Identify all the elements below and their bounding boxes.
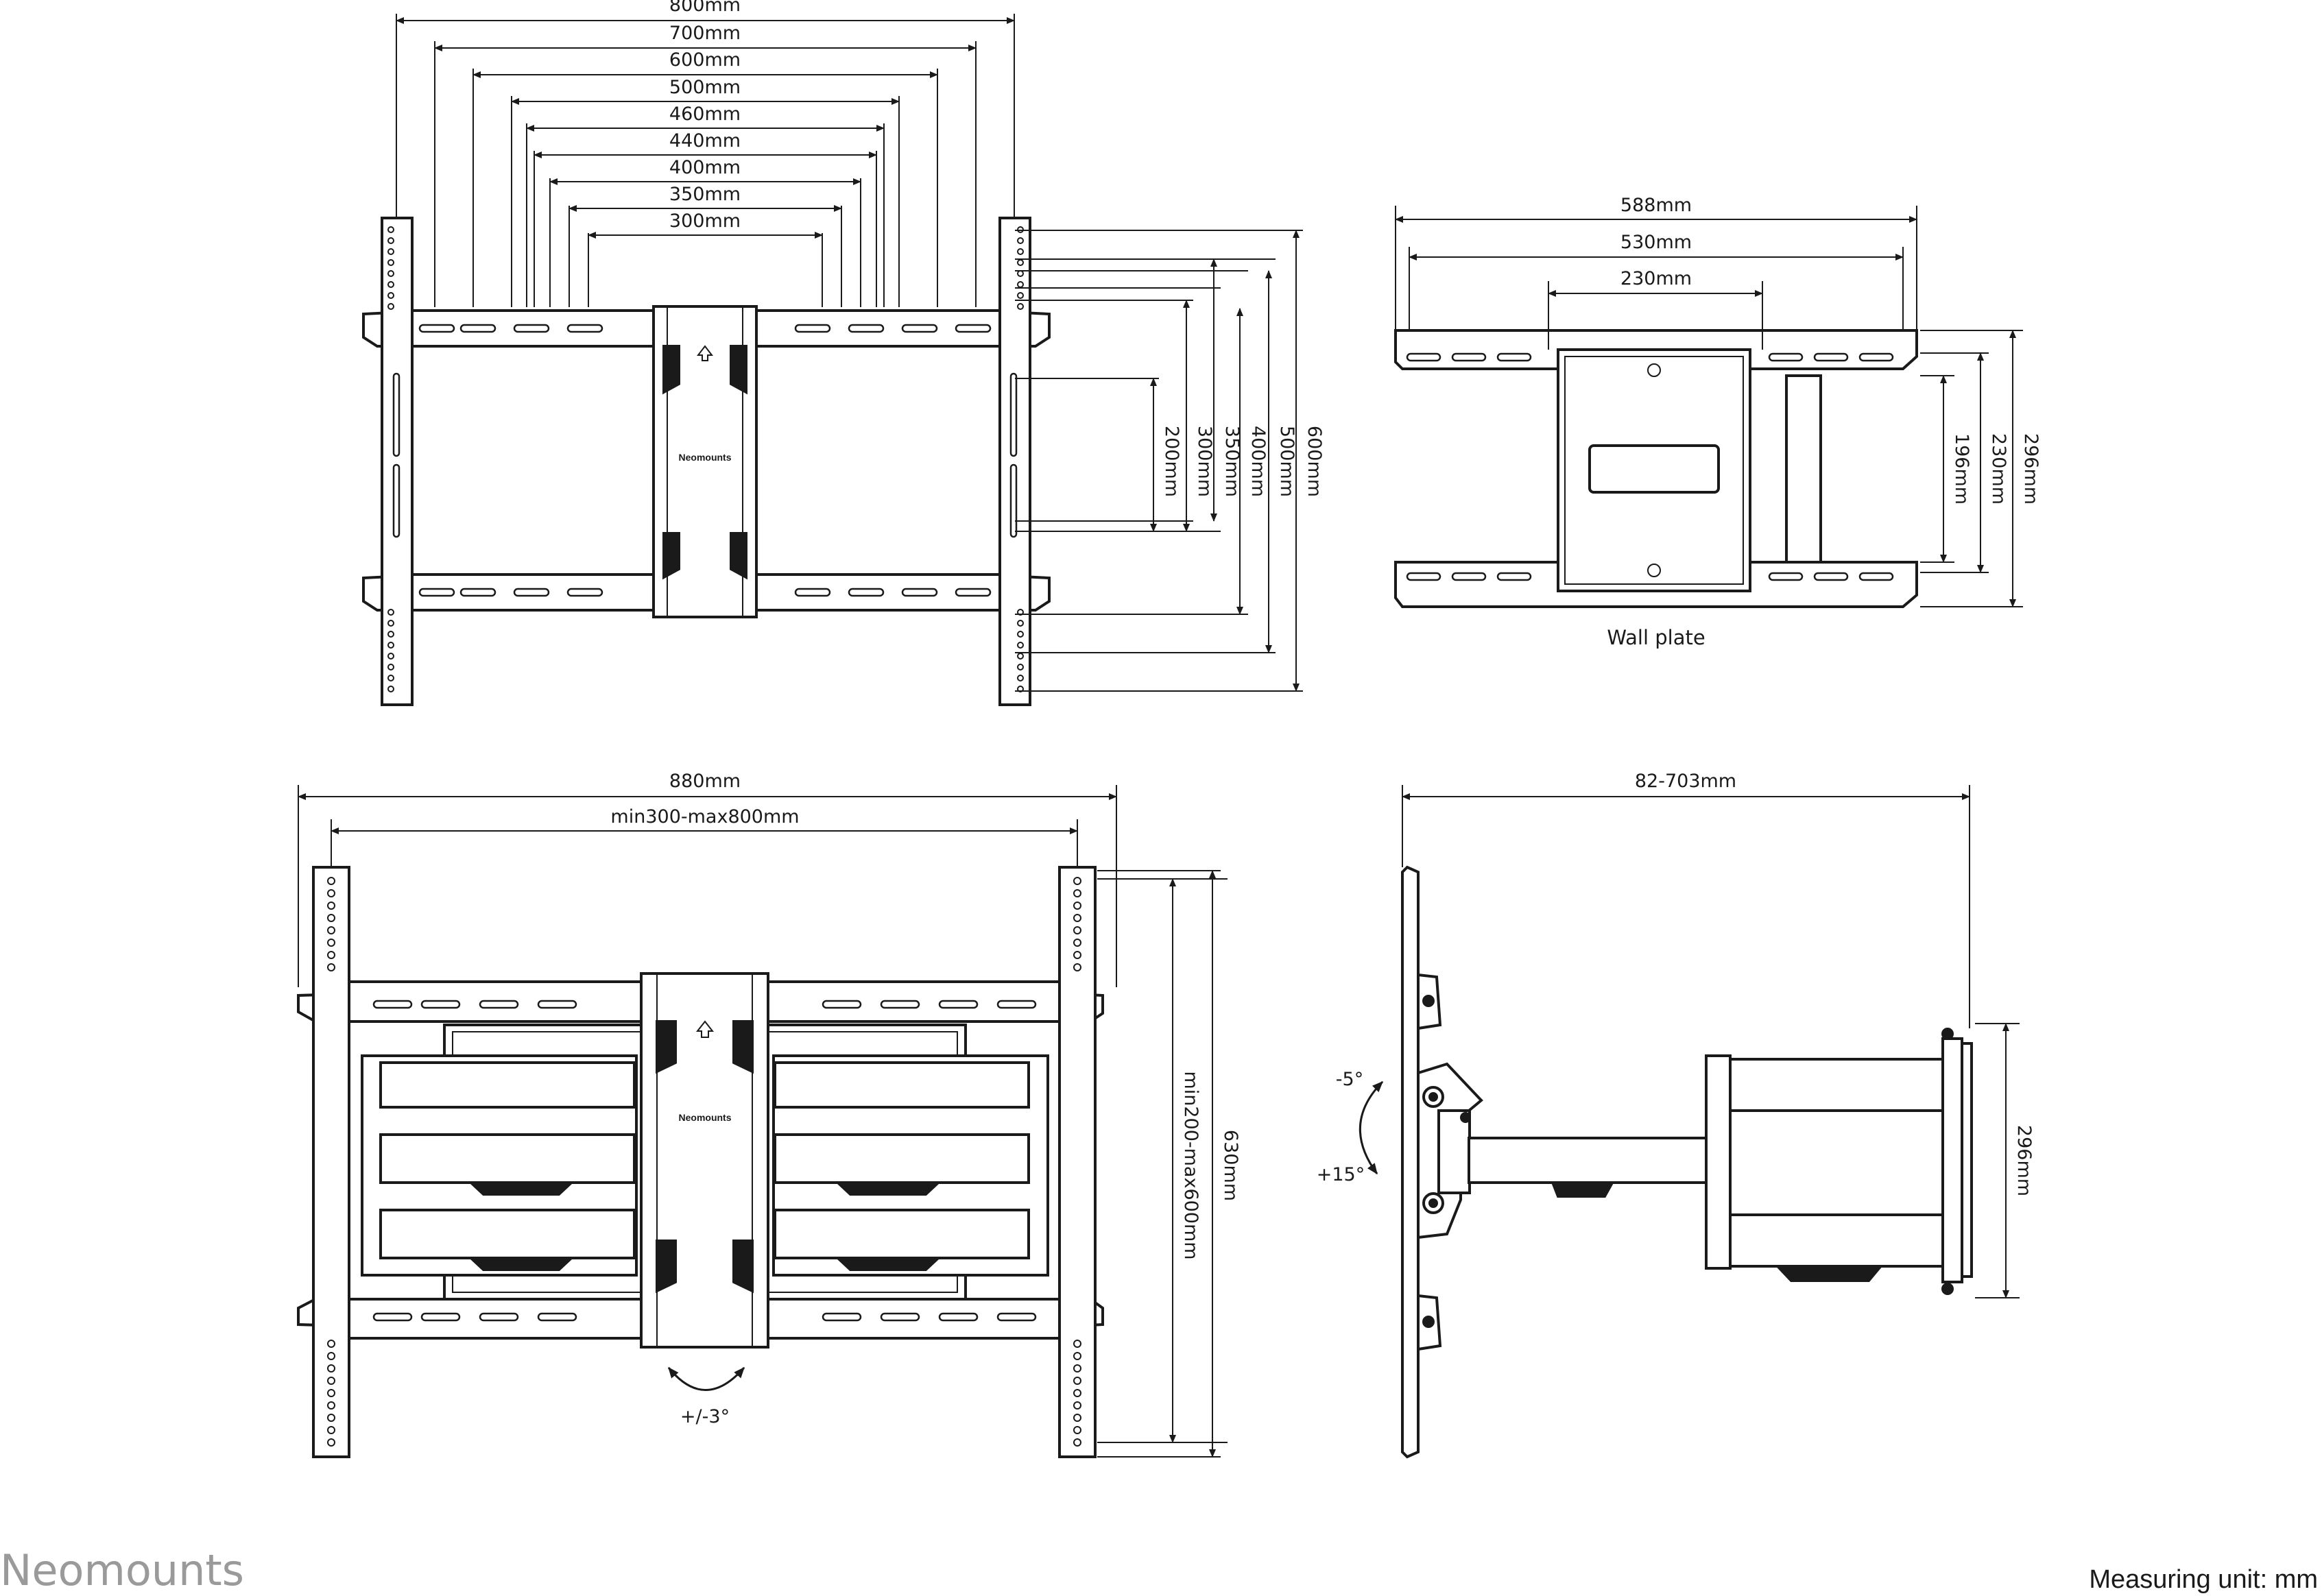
dim-800mm: 800mm: [669, 0, 741, 16]
dim-700mm: 700mm: [669, 23, 741, 44]
front-width-dimensions: 800mm 700mm 600mm 500mm 460mm 440mm 400m…: [396, 0, 1015, 307]
extended-front-view: Neomounts +/-3° 880mm min300-max800mm mi…: [297, 771, 1241, 1458]
wall-plate-label: Wall plate: [1607, 626, 1705, 649]
wall-plate-width-dimensions: 588mm 530mm 230mm: [1395, 195, 1917, 350]
dim-230mm-v: 230mm: [1988, 433, 2009, 505]
front-right-vertical-bar: [998, 217, 1031, 706]
dim-880mm: 880mm: [669, 771, 741, 792]
dim-196mm: 196mm: [1951, 433, 1972, 505]
tilt-indicator: -5° +15°: [1317, 1069, 1384, 1185]
front-plate-brand: Neomounts: [679, 452, 732, 463]
rotation-label: +/-3°: [680, 1406, 730, 1427]
dim-400mm-v: 400mm: [1247, 426, 1269, 497]
dim-600mm-v: 600mm: [1304, 426, 1325, 497]
dim-min200-max600mm: min200-max600mm: [1180, 1071, 1201, 1259]
dim-400mm: 400mm: [669, 157, 741, 178]
front-height-dimensions: 200mm 300mm 350mm 400mm 500mm 600mm: [1015, 230, 1325, 692]
ext-lines-top: [396, 14, 1015, 307]
measuring-unit-note: Measuring unit: mm: [2089, 1565, 2318, 1594]
dim-200mm: 200mm: [1161, 426, 1182, 497]
left-bar-holes: [387, 226, 400, 692]
side-display-bracket: [1941, 1028, 1973, 1295]
dim-296mm-side: 296mm: [2013, 1125, 2035, 1196]
side-wall-plate: [1401, 865, 1442, 1459]
ext-width-dimensions: 880mm min300-max800mm: [298, 771, 1117, 987]
dim-530mm: 530mm: [1620, 232, 1692, 253]
dim-350mm-v: 350mm: [1221, 426, 1243, 497]
front-left-vertical-bar: [381, 217, 414, 706]
dim-300mm-v: 300mm: [1194, 426, 1215, 497]
tilt-down-label: +15°: [1317, 1164, 1365, 1185]
side-arm: [1468, 1054, 1944, 1282]
neomounts-logo: Neomounts: [0, 1545, 244, 1595]
ext-center-plate: Neomounts: [640, 972, 769, 1349]
dim-min300-max800mm: min300-max800mm: [610, 806, 799, 827]
front-center-plate: Neomounts: [652, 305, 758, 618]
dim-296mm: 296mm: [2020, 433, 2042, 505]
side-tilt-bracket: [1417, 1062, 1483, 1240]
dim-230mm: 230mm: [1620, 268, 1692, 289]
wall-plate-height-dimensions: 196mm 230mm 296mm: [1920, 330, 2042, 607]
ext-arms: [361, 1054, 1049, 1277]
dim-600mm: 600mm: [669, 49, 741, 71]
wall-plate-body: [1557, 348, 1822, 592]
ext-right-vertical-bar: [1058, 866, 1097, 1458]
ext-height-dimensions: min200-max600mm 630mm: [1097, 870, 1241, 1458]
tilt-up-label: -5°: [1336, 1069, 1363, 1090]
front-view: Neomounts 800mm: [362, 0, 1325, 706]
ext-plate-brand: Neomounts: [679, 1112, 732, 1123]
dim-630mm: 630mm: [1220, 1130, 1241, 1201]
dim-500mm: 500mm: [669, 77, 741, 98]
dim-460mm: 460mm: [669, 104, 741, 125]
rotation-indicator: +/-3°: [667, 1366, 745, 1427]
front-rail-slots: [418, 324, 992, 597]
dim-350mm: 350mm: [669, 184, 741, 205]
dim-300mm: 300mm: [669, 210, 741, 232]
wall-plate-view: Wall plate 588mm 530mm 230mm 196mm 230mm…: [1394, 195, 2042, 649]
side-dimensions: 82-703mm 296mm: [1402, 771, 2035, 1298]
side-view: -5° +15° 82-703mm 296mm: [1317, 771, 2035, 1459]
ext-left-vertical-bar: [312, 866, 350, 1458]
dim-588mm: 588mm: [1620, 195, 1692, 216]
dim-500mm-v: 500mm: [1276, 426, 1297, 497]
dim-82-703mm: 82-703mm: [1635, 771, 1736, 792]
dim-440mm: 440mm: [669, 130, 741, 152]
